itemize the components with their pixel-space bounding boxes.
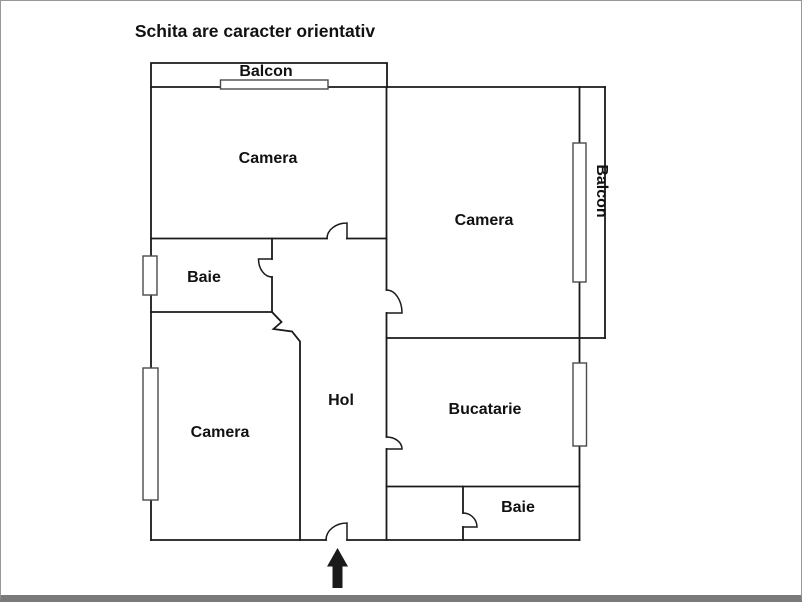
entrance-arrow-icon [327, 548, 348, 588]
window-bottom-camera [142, 367, 159, 501]
door-entrance [325, 522, 348, 541]
door-kitchen [385, 436, 403, 450]
label-bedroom-top-left: Camera [239, 150, 298, 167]
windows [142, 79, 588, 501]
label-balcony-right: Balcon [593, 164, 610, 217]
label-kitchen: Bucatarie [449, 401, 522, 418]
label-bedroom-bottom-left: Camera [191, 424, 250, 441]
wall-hallway-left-with-break [270, 310, 301, 541]
door-top-camera [326, 222, 348, 240]
wall-outer-left-and-balcony-top [150, 62, 388, 541]
window-balcony-top [219, 79, 329, 90]
label-bathroom-top: Baie [187, 269, 221, 286]
label-bedroom-right: Camera [455, 212, 514, 229]
plan-title: Schita are caracter orientativ [135, 21, 376, 41]
doors [257, 222, 478, 541]
label-bathroom-bottom: Baie [501, 499, 535, 516]
door-right-camera [385, 289, 403, 314]
window-kitchen [572, 362, 588, 447]
door-bottom-bathroom [462, 512, 478, 528]
window-right-camera [572, 142, 587, 283]
window-bathroom-top [142, 255, 158, 296]
label-hallway: Hol [328, 392, 354, 409]
walls [150, 62, 606, 541]
label-balcony-top: Balcon [239, 63, 292, 80]
door-top-bathroom [257, 258, 273, 278]
